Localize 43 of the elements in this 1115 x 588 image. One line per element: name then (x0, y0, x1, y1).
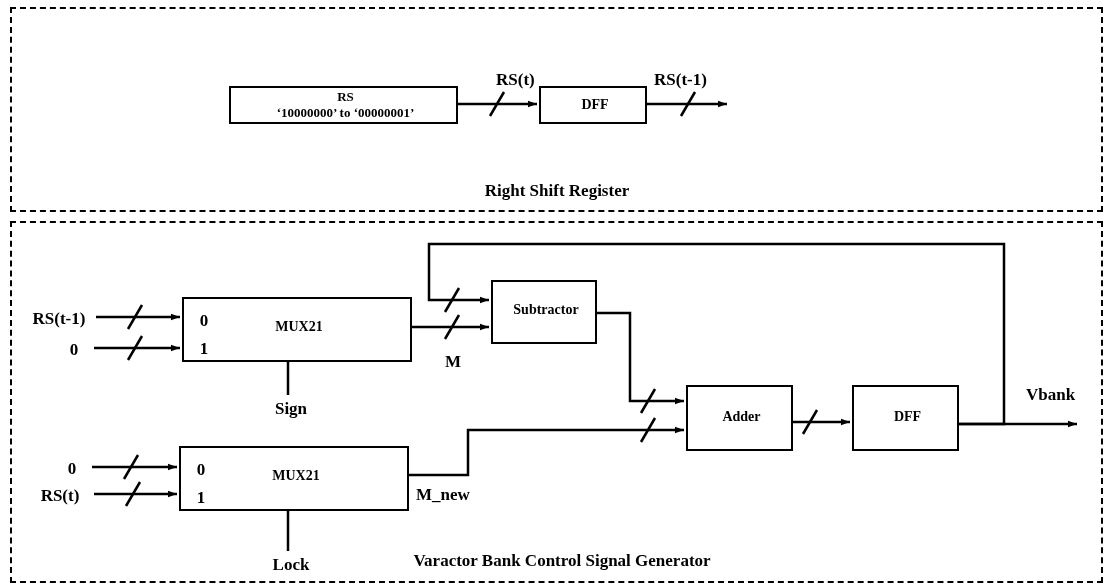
signal-arrow (94, 344, 180, 352)
signal-arrow (791, 418, 850, 426)
block-label: Adder (721, 409, 762, 425)
block-label: RS (336, 89, 355, 105)
block-label: MUX21 (274, 319, 324, 335)
block-label: DFF (580, 97, 610, 113)
signal-label: 0 (52, 338, 96, 362)
block-box (229, 86, 458, 124)
signal-arrow (96, 313, 180, 321)
port-number: 1 (195, 488, 207, 508)
block-label: Subtractor (512, 302, 580, 318)
block-box (852, 385, 959, 451)
signal-arrow (957, 420, 1077, 428)
control-line (286, 509, 290, 551)
block-box (539, 86, 647, 124)
block-label: ‘10000000’ to ‘00000001’ (275, 105, 416, 121)
signal-arrow (94, 490, 177, 498)
signal-label: Sign (268, 397, 314, 421)
edge-label: RS(t-1) (652, 70, 709, 90)
signal-arrow (410, 323, 489, 331)
edge-label: RS(t) (494, 70, 537, 90)
block-label: MUX21 (271, 468, 321, 484)
signal-label: RS(t) (24, 484, 96, 508)
block-box (686, 385, 793, 451)
signal-label: Lock (266, 553, 316, 577)
block-box (491, 280, 597, 344)
block-box (182, 297, 412, 362)
port-number: 1 (198, 339, 210, 359)
block-label: DFF (892, 409, 923, 425)
port-number: 0 (198, 311, 210, 331)
signal-arrow (645, 100, 727, 108)
port-number: 0 (195, 460, 207, 480)
signal-label: 0 (50, 457, 94, 481)
panel-title: Varactor Bank Control Signal Generator (412, 551, 712, 571)
signal-arrow (595, 311, 684, 405)
signal-arrow (407, 426, 684, 477)
signal-arrow (456, 100, 537, 108)
signal-label: RS(t-1) (20, 307, 98, 331)
signal-arrow (427, 242, 1006, 426)
control-line (286, 360, 290, 395)
block-box (179, 446, 409, 511)
signal-arrow (92, 463, 177, 471)
panel-title: Right Shift Register (483, 181, 631, 201)
